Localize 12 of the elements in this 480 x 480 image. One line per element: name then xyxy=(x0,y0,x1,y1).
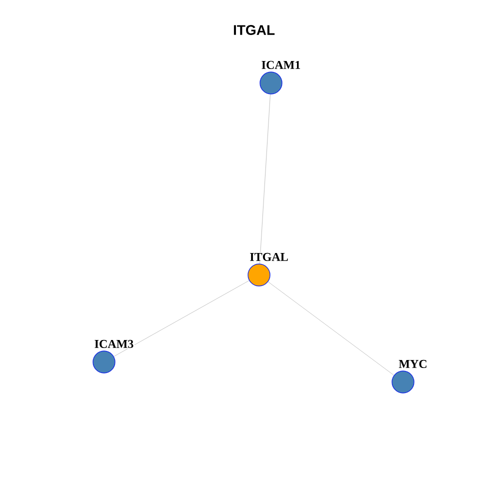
gene-node: ITGAL xyxy=(248,252,290,286)
node-label: MYC xyxy=(398,360,426,368)
edge-line xyxy=(114,280,250,357)
node-label: ITGAL xyxy=(250,252,288,261)
edge-line xyxy=(260,94,270,264)
edge-line xyxy=(268,282,394,376)
node-label: ICAM1 xyxy=(262,60,300,69)
gene-node: MYC xyxy=(392,359,428,394)
node-label: ICAM3 xyxy=(94,340,134,348)
title: ITGAL xyxy=(234,25,275,35)
gene-node: ICAM3 xyxy=(92,339,134,374)
gene-node: ICAM1 xyxy=(260,60,302,94)
